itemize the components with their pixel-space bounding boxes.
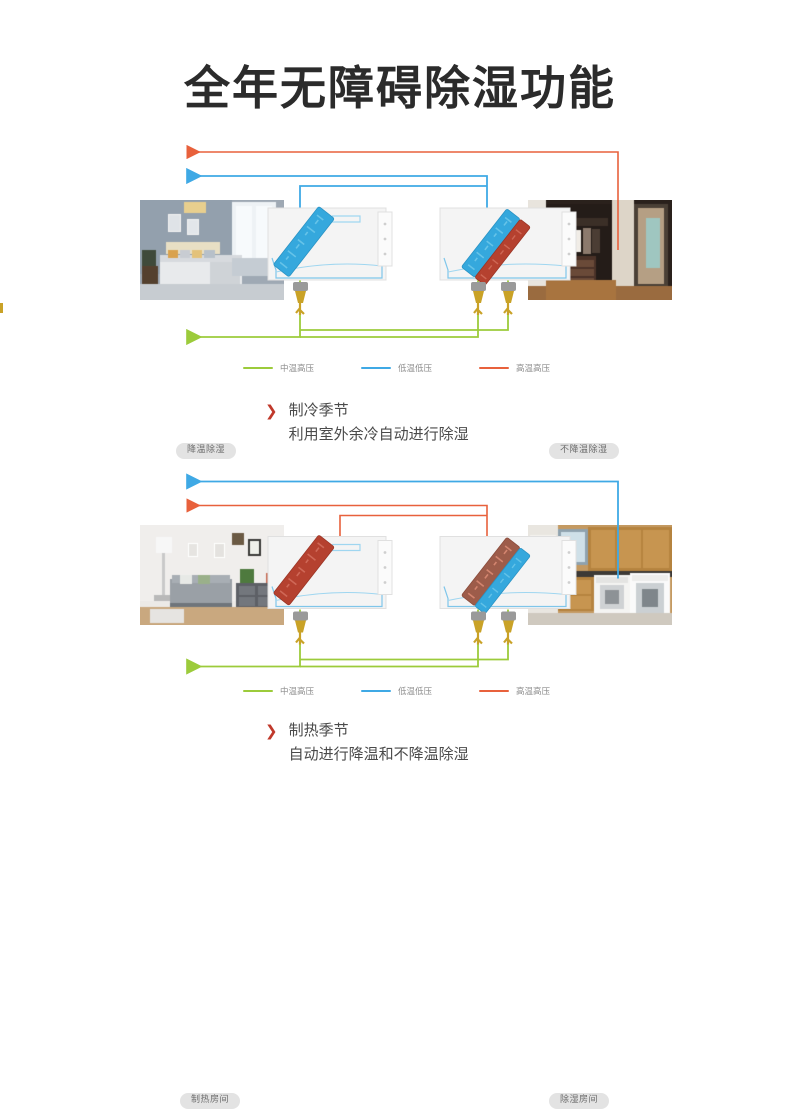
photo-living-room xyxy=(140,525,284,625)
legend-swatch-orange xyxy=(479,366,510,370)
legend-cooling: 中温高压 低温低压 高温高压 xyxy=(243,362,550,374)
chevron-right-icon: ❯ xyxy=(265,402,278,420)
legend-item-high-temp-high-pressure: 高温高压 xyxy=(479,362,550,374)
room-label-left: 降温除湿 xyxy=(176,443,237,459)
legend-label-orange: 高温高压 xyxy=(516,687,551,697)
diagram-heating-lines xyxy=(186,473,619,675)
legend-label-green: 中温高压 xyxy=(280,687,315,697)
room-label-right: 除湿房间 xyxy=(549,1093,610,1109)
indoor-unit-right xyxy=(439,536,577,614)
diagram-heating-season: 制热房间 除湿房间 中温高压 低温低压 高温高压 xyxy=(0,470,800,1109)
indoor-unit-left xyxy=(267,206,393,281)
expansion-valve-right-a xyxy=(471,611,486,645)
legend-item-low-temp-low-pressure: 低温低压 xyxy=(361,685,432,697)
expansion-valve-right-b xyxy=(501,282,516,315)
legend-label-green: 中温高压 xyxy=(280,364,315,374)
page-title: 全年无障碍除湿功能 xyxy=(184,61,616,115)
expansion-valve-right-a xyxy=(471,282,486,315)
room-label-right: 不降温除湿 xyxy=(549,443,619,459)
caption-heating-line2: 自动进行降温和不降温除湿 xyxy=(288,745,469,763)
photo-bedroom xyxy=(140,200,284,300)
legend-label-orange: 高温高压 xyxy=(516,364,551,374)
legend-item-mid-temp-high-pressure: 中温高压 xyxy=(243,362,314,374)
legend-item-mid-temp-high-pressure: 中温高压 xyxy=(243,685,314,697)
expansion-valve-right-b xyxy=(501,611,516,645)
caption-cooling-season: ❯ 制冷季节 利用室外余冷自动进行除湿 xyxy=(265,400,469,444)
legend-swatch-blue xyxy=(361,689,392,693)
legend-label-blue: 低温低压 xyxy=(398,687,433,697)
caption-heating-season: ❯ 制热季节 自动进行降温和不降温除湿 xyxy=(265,720,469,764)
diagram-cooling-lines xyxy=(0,144,619,346)
caption-cooling-line1: 制冷季节 xyxy=(288,401,349,419)
indoor-unit-left xyxy=(267,535,393,609)
expansion-valve-left xyxy=(293,611,308,645)
diagram-cooling-season: 降温除湿 不降温除湿 中温高压 低温低压 高温高压 xyxy=(0,140,800,459)
legend-swatch-green xyxy=(243,689,273,693)
legend-item-high-temp-high-pressure: 高温高压 xyxy=(479,685,550,697)
chevron-right-icon: ❯ xyxy=(265,722,278,740)
legend-heating: 中温高压 低温低压 高温高压 xyxy=(243,685,550,697)
legend-item-low-temp-low-pressure: 低温低压 xyxy=(361,362,432,374)
expansion-valve-left xyxy=(0,282,308,315)
legend-label-blue: 低温低压 xyxy=(398,364,433,374)
legend-swatch-green xyxy=(243,366,273,370)
room-label-left: 制热房间 xyxy=(180,1093,241,1109)
caption-heating-line1: 制热季节 xyxy=(288,721,349,739)
legend-swatch-blue xyxy=(361,366,392,370)
indoor-unit-right xyxy=(439,207,577,286)
page-root: 全年无障碍除湿功能 xyxy=(0,61,800,1109)
legend-swatch-orange xyxy=(479,689,510,693)
caption-cooling-line2: 利用室外余冷自动进行除湿 xyxy=(288,425,469,443)
